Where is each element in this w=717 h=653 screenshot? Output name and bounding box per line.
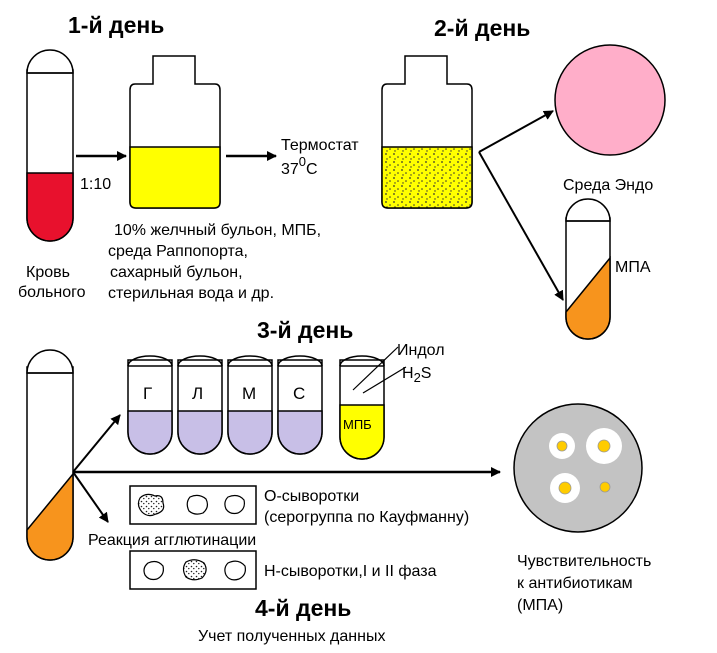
- sugar-tube-glucose: [127, 355, 173, 455]
- sugar-tube-lactose: [177, 355, 223, 455]
- h-sera-slide: [129, 550, 257, 590]
- ratio-label: 1:10: [80, 176, 111, 193]
- day3-title: 3-й день: [257, 317, 353, 343]
- blood-tube: [26, 49, 74, 242]
- indole-label: Индол: [397, 342, 445, 359]
- sugar-label-lactose: Л: [192, 384, 203, 403]
- sugar-label-maltose: М: [242, 384, 256, 403]
- thermostat-temp: 370С: [281, 154, 318, 178]
- endo-plate: [554, 44, 666, 156]
- sugar-label-sucrose: С: [293, 384, 305, 403]
- arrow-to-sugars: [72, 414, 121, 473]
- slant-tube-day3: [26, 349, 74, 561]
- h2s-label: H2S: [402, 365, 431, 385]
- arrow-to-agglutination: [72, 471, 109, 523]
- mpa-slant-tube: [565, 198, 611, 340]
- blood-label-line1: Кровь: [26, 264, 70, 281]
- sensitivity-line3: (МПА): [517, 597, 563, 614]
- day4-title: 4-й день: [255, 595, 351, 621]
- media-line4: стерильная вода и др.: [108, 285, 274, 302]
- o-sera-line1: О-сыворотки: [264, 488, 359, 505]
- media-line3: сахарный бульон,: [110, 264, 243, 281]
- growth-bottle: [381, 55, 473, 209]
- o-sera-slide: [129, 485, 257, 525]
- media-line1: 10% желчный бульон, МПБ,: [114, 222, 321, 239]
- blood-label-line2: больного: [18, 284, 86, 301]
- h-sera-label: Н-сыворотки,I и II фаза: [264, 563, 437, 580]
- bile-broth-bottle: [129, 55, 221, 209]
- endo-label: Среда Эндо: [563, 177, 653, 194]
- o-sera-line2: (серогруппа по Кауфманну): [264, 509, 469, 526]
- arrow-to-mpa-tube: [478, 151, 564, 301]
- agglutination-label: Реакция агглютинации: [88, 532, 256, 549]
- results-label: Учет полученных данных: [198, 628, 385, 645]
- day2-title: 2-й день: [434, 15, 530, 41]
- mpb-tube: [339, 346, 407, 460]
- day1-title: 1-й день: [68, 12, 164, 38]
- sensitivity-line2: к антибиотикам: [517, 575, 633, 592]
- sugar-tube-maltose: [227, 355, 273, 455]
- media-line2: среда Раппопорта,: [108, 243, 248, 260]
- sensitivity-line1: Чувствительность: [517, 553, 651, 570]
- thermostat-label: Термостат: [281, 137, 359, 154]
- antibiotic-plate: [513, 403, 643, 533]
- arrow-to-endo: [478, 110, 554, 153]
- sugar-label-glucose: Г: [143, 384, 152, 403]
- mpb-label: МПБ: [343, 417, 372, 432]
- mpa-label: МПА: [615, 259, 651, 276]
- sugar-tube-sucrose: [277, 355, 323, 455]
